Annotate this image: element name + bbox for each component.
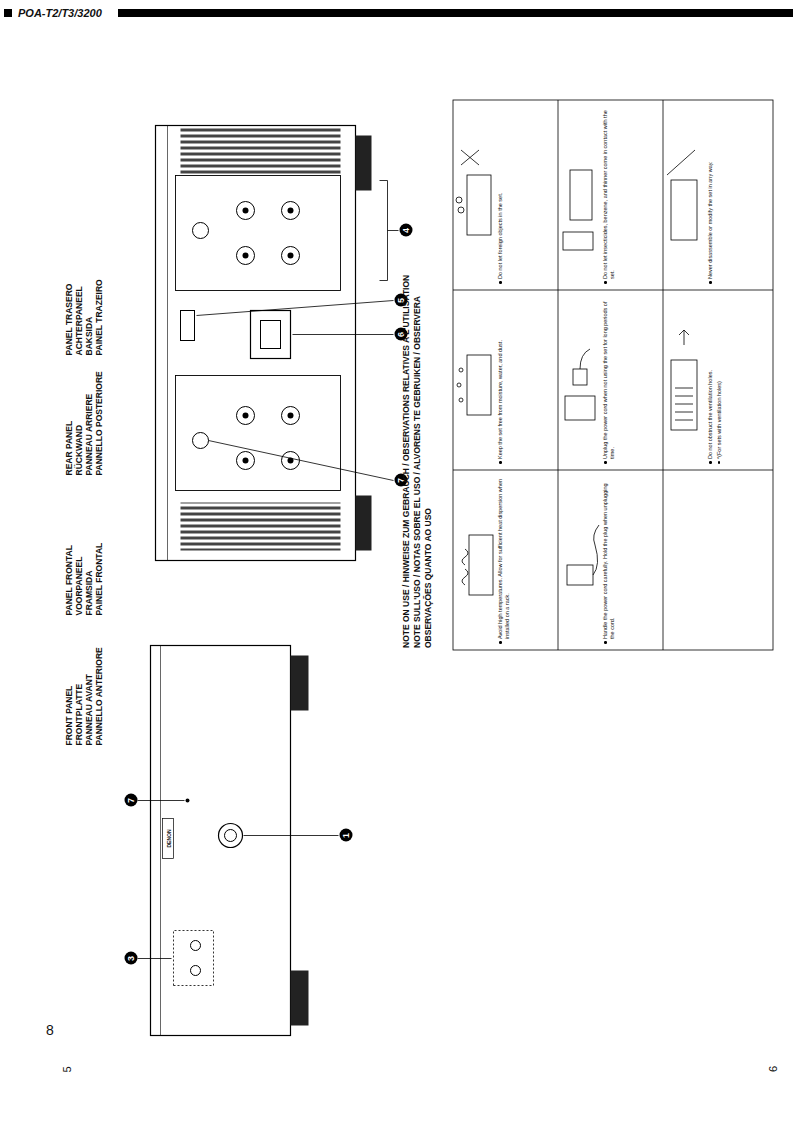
note-text: Keep the set free from moisture, water, …	[497, 295, 504, 464]
panel-title: FRONT PANEL	[63, 685, 73, 745]
bullet-dot	[604, 462, 607, 465]
callout-number: 4	[399, 224, 412, 237]
callout-number: 7	[124, 794, 137, 807]
note-text: Avoid high temperatures. Allow for suffi…	[497, 475, 511, 644]
section-title: NOTE ON USE / HINWEISE ZUM GEBRAUCH / OB…	[401, 275, 411, 648]
panel-title: PANEL TRASERO	[63, 283, 73, 355]
note-cell: Do not let foreign objects in the set.	[453, 100, 558, 290]
panel-title: PANNEAU ARRIERE	[83, 393, 93, 475]
bullet-dot	[499, 642, 502, 645]
panel-title: REAR PANEL	[63, 420, 73, 475]
bullet-dot	[604, 282, 607, 285]
rotated-page-6: 6 NOTE ON USE / HINWEISE ZUM GEBRAUCH / O…	[395, 85, 790, 1080]
note-cell: Avoid high temperatures. Allow for suffi…	[453, 470, 558, 650]
bullet-dot	[718, 462, 721, 465]
bullet-dot	[499, 282, 502, 285]
panel-title: FRONTPLATTE	[73, 683, 83, 745]
note-text: Do not let insecticides, benzene, and th…	[602, 105, 616, 284]
note-cell: Unplug the power cord when not using the…	[558, 290, 663, 470]
callout-number: 1	[339, 829, 352, 842]
note-grid-illustrations	[395, 85, 790, 1080]
panel-title: BAKSIDA	[83, 316, 93, 355]
note-cell: Keep the set free from moisture, water, …	[453, 290, 558, 470]
note-cell: Never disassemble or modify the set in a…	[663, 100, 773, 290]
panel-title: PANNELLO ANTERIORE	[93, 647, 103, 745]
note-text: Do not let foreign objects in the set.	[497, 105, 504, 284]
bullet-dot	[709, 462, 712, 465]
section-title: NOTE SULL'USO / NOTAS SOBRE EL USO / ALV…	[412, 296, 422, 648]
note-text: Do not obstruct the ventilation holes.	[707, 295, 714, 464]
panel-title: ACHTERPANEEL	[73, 286, 83, 355]
note-cell: Handle the power cord carefully. Hold th…	[558, 470, 663, 650]
panel-title: FRAMSIDA	[83, 570, 93, 615]
model-header: POA-T2/T3/3200	[16, 7, 104, 20]
note-text: Never disassemble or modify the set in a…	[707, 105, 714, 284]
note-text: Handle the power cord carefully. Hold th…	[602, 475, 616, 644]
bullet-dot	[604, 642, 607, 645]
page-number: 6	[767, 1066, 780, 1072]
note-cell: Do not let insecticides, benzene, and th…	[558, 100, 663, 290]
panel-title: PAINEL TRAZEIRO	[93, 279, 103, 355]
panel-title: PAINEL FRONTAL	[93, 542, 103, 615]
panel-illustrations	[55, 85, 395, 1080]
brand-logo: DENON	[165, 829, 171, 847]
rotated-page-5: 5FRONT PANELFRONTPLATTEPANNEAU AVANTPANN…	[55, 85, 395, 1080]
panel-title: PANNELLO POSTERIORE	[93, 371, 103, 475]
panel-title: PANEL FRONTAL	[63, 545, 73, 615]
page-number: 8	[46, 1022, 54, 1038]
bullet-dot	[709, 282, 712, 285]
callout-number: 3	[124, 952, 137, 965]
section-title: OBSERVAÇÕES QUANTO AO USO	[423, 508, 433, 648]
panel-title: PANNEAU AVANT	[83, 674, 93, 745]
panel-title: RÜCKWAND	[73, 424, 83, 475]
bullet-dot	[499, 462, 502, 465]
note-cell: Do not obstruct the ventilation holes.*(…	[663, 290, 773, 470]
panel-title: VOORPANEEL	[73, 556, 83, 615]
note-text: Unplug the power cord when not using the…	[602, 295, 616, 464]
page-number: 5	[60, 1066, 73, 1072]
note-text: *(For sets with ventilation holes)	[716, 295, 723, 464]
